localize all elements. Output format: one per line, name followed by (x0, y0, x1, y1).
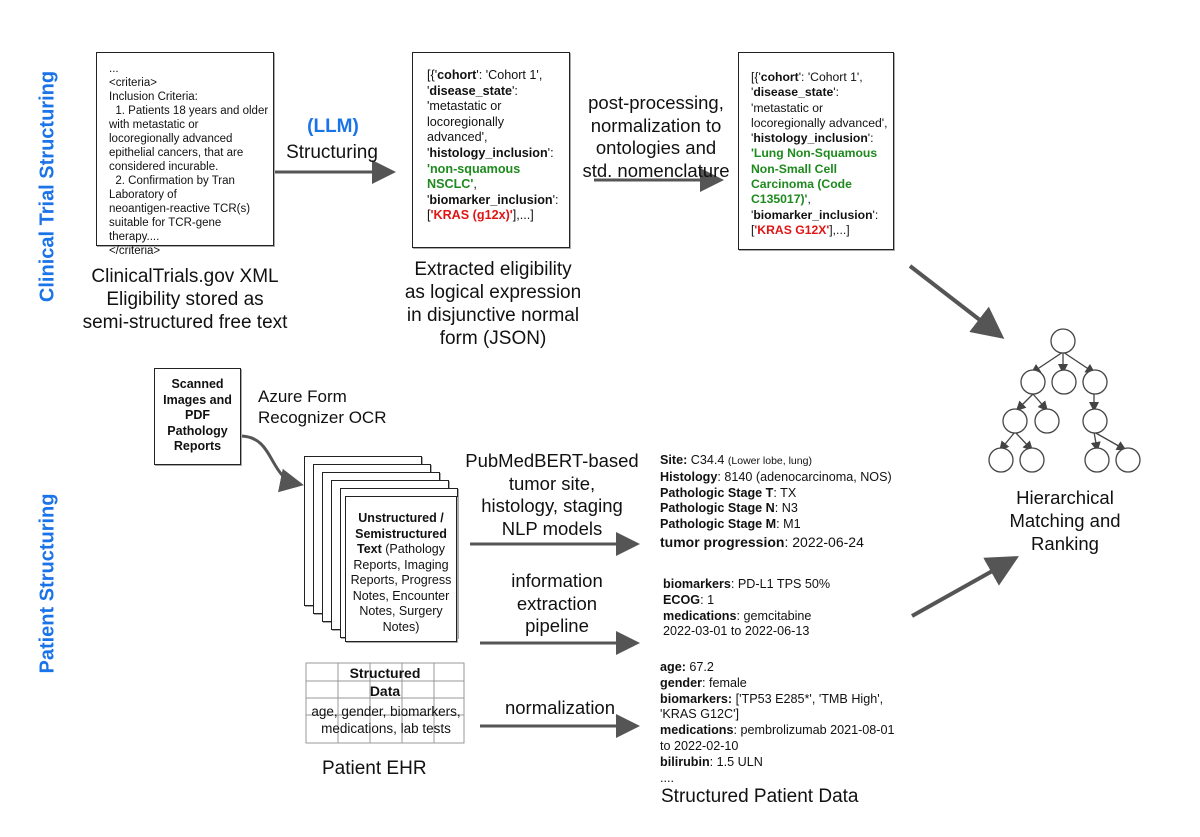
arrow-to-matching-bottom (911, 556, 1019, 618)
structured-data-grid (305, 662, 465, 744)
info-extraction-label: information extraction pipeline (482, 570, 632, 638)
criteria-line: 2. Confirmation by Tran (109, 175, 235, 187)
criteria-line: ... (109, 63, 119, 75)
json-box-1: [{'cohort': 'Cohort 1', 'disease_state':… (412, 52, 570, 248)
box-line: Pathology (167, 423, 228, 438)
caption-line: Hierarchical (1016, 487, 1114, 508)
caption-line: ClinicalTrials.gov XML (91, 266, 279, 287)
arrow-to-matching-top (908, 264, 1005, 339)
json-box-2: [{'cohort': 'Cohort 1', 'disease_state':… (738, 52, 894, 250)
criteria-text: ... <criteria> Inclusion Criteria: 1. Pati… (109, 62, 273, 258)
unstructured-text-doc: Unstructured / Semistructured Text (Path… (345, 496, 457, 642)
criteria-line: <criteria> (109, 77, 157, 89)
criteria-line: Laboratory of (109, 189, 177, 201)
postprocess-label: post-processing, normalization to ontolo… (576, 92, 736, 182)
json2-text: [{'cohort': 'Cohort 1', 'disease_state':… (751, 70, 888, 237)
caption-line: Matching and (1009, 510, 1121, 531)
caption-line: Extracted eligibility (414, 259, 572, 280)
doc-title: Unstructured / (358, 511, 444, 525)
label-line: ontologies and (595, 137, 717, 158)
scanned-reports-box: Scanned Images and PDF Pathology Reports (154, 368, 241, 465)
criteria-line: therapy.... (109, 231, 160, 243)
label-line: Azure Form (258, 387, 347, 406)
json1-text: [{'cohort': 'Cohort 1', 'disease_state':… (427, 68, 559, 223)
criteria-line: 1. Patients 18 years and older (109, 105, 269, 117)
label-line: information (511, 570, 603, 591)
criteria-line: considered incurable. (109, 161, 219, 173)
label-line: PubMedBERT-based (465, 450, 639, 471)
criteria-line: epithelial cancers, that are (109, 147, 244, 159)
patient-data-biomarkers: biomarkers: PD-L1 TPS 50% ECOG: 1 medica… (663, 577, 831, 639)
doc-body: Text (Pathology Reports, Imaging Reports… (350, 542, 452, 634)
patient-data-tumor: Site: C34.4 (Lower lobe, lung) Histology… (660, 453, 892, 550)
title-line: Structured (349, 665, 421, 681)
caption-line: semi-structured free text (82, 312, 288, 333)
box-line: PDF (185, 408, 210, 422)
clinical-section-label: Clinical Trial Structuring (36, 70, 59, 303)
patient-section-label: Patient Structuring (36, 493, 59, 674)
label-line: pipeline (525, 615, 589, 636)
label-line: extraction (516, 592, 598, 614)
criteria-box: ... <criteria> Inclusion Criteria: 1. Pati… (96, 52, 274, 257)
azure-ocr-label: Azure Form Recognizer OCR (258, 386, 387, 428)
pubmedbert-label: PubMedBERT-based tumor site, histology, … (462, 450, 642, 540)
box-line: Reports (173, 439, 222, 453)
arrow-ocr (239, 434, 304, 493)
label-line: post-processing, (588, 92, 724, 113)
matching-caption: Hierarchical Matching and Ranking (990, 486, 1140, 555)
label-line: std. nomenclature (582, 159, 730, 181)
criteria-caption: ClinicalTrials.gov XML Eligibility store… (70, 265, 300, 334)
criteria-line: suitable for TCR-gene (109, 217, 222, 229)
llm-label: (LLM) (307, 116, 359, 137)
label-line: normalization to (590, 114, 722, 136)
structured-patient-data-caption: Structured Patient Data (661, 786, 859, 807)
doc-title: Semistructured (355, 526, 447, 541)
caption-line: in disjunctive normal (406, 305, 580, 326)
hierarchy-tree (988, 328, 1141, 473)
structuring-label: Structuring (286, 142, 378, 163)
caption-line: as logical expression (404, 282, 582, 303)
caption-line: form (JSON) (439, 328, 547, 349)
box-line: Images and (163, 392, 232, 407)
json1-caption: Extracted eligibility as logical express… (388, 258, 598, 350)
structured-data-body: age, gender, biomarkers, medications, la… (311, 704, 461, 736)
criteria-line: locoregionally advanced (109, 133, 233, 145)
title-line: Data (369, 683, 401, 699)
caption-line: Ranking (1031, 533, 1099, 554)
structured-data-title: Structured Data (306, 664, 464, 700)
label-line: NLP models (501, 517, 603, 539)
box-line: Scanned (171, 377, 224, 391)
patient-data-demographics: age: 67.2 gender: female biomarkers: ['T… (660, 660, 895, 785)
criteria-line: with metastatic or (109, 119, 199, 131)
patient-ehr-caption: Patient EHR (322, 758, 427, 779)
label-line: histology, staging (481, 495, 623, 516)
normalization-label: normalization (504, 697, 616, 718)
label-line: tumor site, (508, 472, 596, 494)
criteria-line: </criteria> (109, 245, 161, 257)
criteria-line: neoantigen-reactive TCR(s) (109, 203, 251, 215)
label-line: Recognizer OCR (258, 408, 387, 427)
caption-line: Eligibility stored as (106, 289, 264, 310)
criteria-line: Inclusion Criteria: (109, 91, 198, 103)
